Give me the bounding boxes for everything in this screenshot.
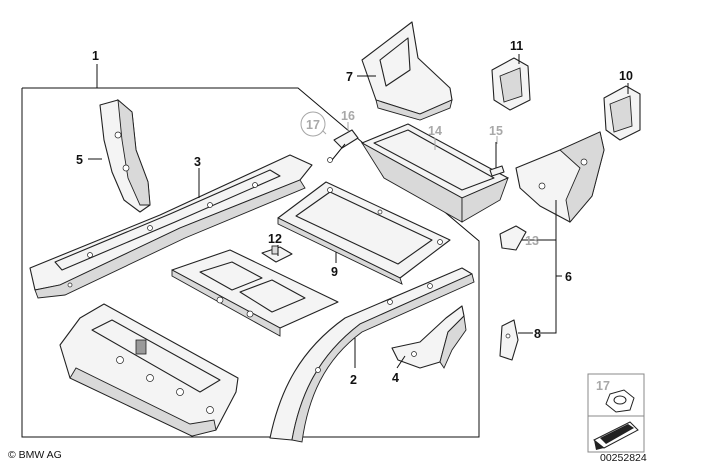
part-9-frame[interactable] xyxy=(277,181,451,285)
part-14-tray[interactable] xyxy=(360,123,509,223)
callout-7: 7 xyxy=(346,70,353,84)
diagram-number: 00252824 xyxy=(600,452,647,464)
assembly-outline-1 xyxy=(21,87,480,438)
part-11-clamp[interactable] xyxy=(491,57,531,111)
callout-12: 12 xyxy=(268,232,282,246)
callout-17-circle: 17 xyxy=(300,111,326,137)
callout-14: 14 xyxy=(428,124,442,138)
inset-callout-17: 17 xyxy=(596,379,610,393)
nut-icon xyxy=(605,389,635,413)
callout-16: 16 xyxy=(341,109,355,123)
part-floor-pan[interactable] xyxy=(171,249,339,337)
callout-15: 15 xyxy=(489,124,503,138)
callout-8: 8 xyxy=(534,327,541,341)
part-13-clip[interactable] xyxy=(499,225,527,251)
callout-4: 4 xyxy=(392,371,399,385)
part-6-bracket-assembly[interactable] xyxy=(515,131,605,224)
part-7-box-bracket[interactable] xyxy=(361,21,453,121)
part-rear-panel[interactable] xyxy=(59,303,239,437)
part-8-bracket[interactable] xyxy=(499,319,519,361)
copyright-label: © BMW AG xyxy=(8,449,62,461)
callout-17: 17 xyxy=(306,118,320,132)
part-2-curved-rail[interactable] xyxy=(269,267,475,443)
callout-6: 6 xyxy=(565,270,572,284)
part-4-bracket[interactable] xyxy=(391,305,467,369)
callout-10: 10 xyxy=(619,69,633,83)
callout-3: 3 xyxy=(194,155,201,169)
part-3-side-rail[interactable] xyxy=(29,154,313,299)
part-12-clip[interactable] xyxy=(261,245,293,263)
arrow-icon xyxy=(593,421,639,450)
part-15-pin[interactable] xyxy=(489,142,505,177)
callout-1: 1 xyxy=(92,49,99,63)
callout-13: 13 xyxy=(525,234,539,248)
inset-box: 17 xyxy=(587,373,645,453)
part-16-bolt[interactable] xyxy=(327,129,359,163)
callout-2: 2 xyxy=(350,373,357,387)
part-5-bracket[interactable] xyxy=(99,98,151,213)
part-10-clamp[interactable] xyxy=(603,85,641,141)
callout-5: 5 xyxy=(76,153,83,167)
callout-11: 11 xyxy=(510,39,523,53)
callout-9: 9 xyxy=(331,265,338,279)
